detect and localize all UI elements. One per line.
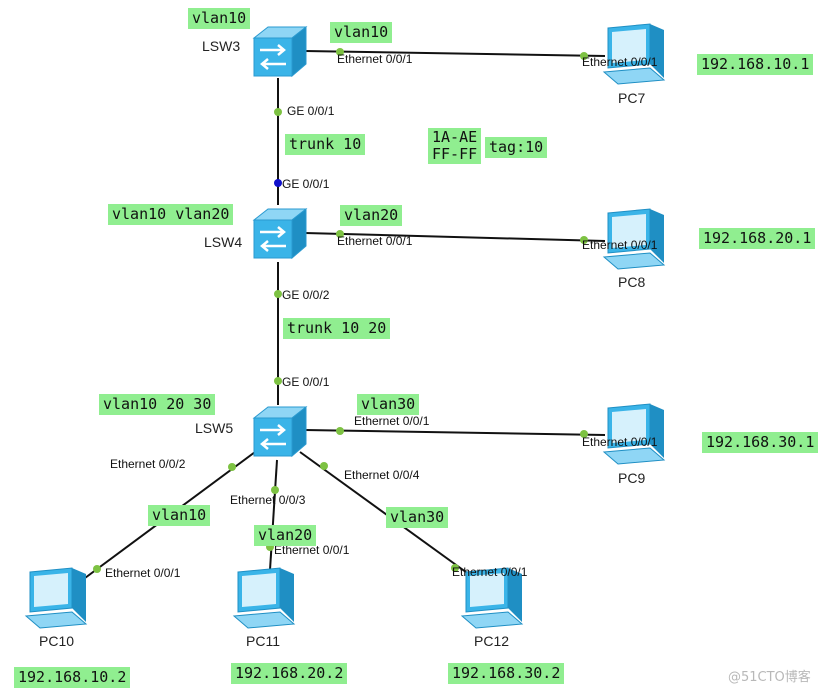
pc-icon[interactable] xyxy=(230,566,300,632)
port-dot xyxy=(336,427,344,435)
port-label: GE 0/0/1 xyxy=(287,104,335,118)
link-lsw5-pc9 xyxy=(304,429,606,436)
port-dot xyxy=(580,236,588,244)
link-lsw5-pc11 xyxy=(269,459,278,571)
port-label: Ethernet 0/0/1 xyxy=(337,234,413,248)
port-label: Ethernet 0/0/1 xyxy=(582,55,658,69)
trunk-tag-lsw4-lsw5: trunk 10 20 xyxy=(283,318,391,339)
port-dot xyxy=(336,48,344,56)
port-label: Ethernet 0/0/1 xyxy=(452,565,528,579)
vlan-tag-lsw3-pc7: vlan10 xyxy=(330,22,393,43)
switch-icon[interactable] xyxy=(250,24,308,80)
port-label: Ethernet 0/0/1 xyxy=(582,435,658,449)
port-label: Ethernet 0/0/1 xyxy=(274,543,350,557)
ip-tag-pc7: 192.168.10.1 xyxy=(697,54,814,75)
port-dot xyxy=(93,565,101,573)
vlan-tag-lsw5-pc9: vlan30 xyxy=(357,394,420,415)
vlan-tag-lsw4-pc8: vlan20 xyxy=(340,205,403,226)
ip-tag-pc10: 192.168.10.2 xyxy=(14,667,131,688)
port-label: GE 0/0/1 xyxy=(282,177,330,191)
pc-label-pc11: PC11 xyxy=(246,633,280,649)
port-label: GE 0/0/1 xyxy=(282,375,330,389)
port-dot xyxy=(271,486,279,494)
switch-icon[interactable] xyxy=(250,206,308,262)
ip-tag-pc9: 192.168.30.1 xyxy=(702,432,819,453)
switch-icon[interactable] xyxy=(250,404,308,460)
pc-icon[interactable] xyxy=(600,22,670,88)
port-dot xyxy=(320,462,328,470)
frame-mac-tag: 1A-AE FF-FF xyxy=(428,128,482,164)
port-dot-active xyxy=(274,179,282,187)
frame-vlan-tag: tag:10 xyxy=(485,137,548,158)
vlan-tag-lsw5: vlan10 20 30 xyxy=(99,394,216,415)
pc-label-pc9: PC9 xyxy=(618,470,646,486)
vlan-tag-pc10: vlan10 xyxy=(148,505,211,526)
link-lsw5-pc12 xyxy=(299,451,471,576)
link-lsw3-pc7 xyxy=(304,50,606,57)
link-lsw4-pc8 xyxy=(304,232,606,242)
pc-label-pc8: PC8 xyxy=(618,274,646,290)
pc-icon[interactable] xyxy=(600,402,670,468)
port-dot xyxy=(336,230,344,238)
pc-label-pc7: PC7 xyxy=(618,90,646,106)
vlan-tag-lsw3: vlan10 xyxy=(188,8,251,29)
vlan-tag-pc11: vlan20 xyxy=(254,525,317,546)
port-dot xyxy=(451,564,459,572)
vlan-tag-pc12: vlan30 xyxy=(386,507,449,528)
port-dot xyxy=(274,290,282,298)
switch-label-lsw3: LSW3 xyxy=(202,38,241,54)
pc-label-pc12: PC12 xyxy=(474,633,510,649)
switch-label-lsw5: LSW5 xyxy=(195,420,234,436)
port-label: Ethernet 0/0/2 xyxy=(110,457,186,471)
port-dot xyxy=(580,430,588,438)
vlan-tag-lsw4: vlan10 vlan20 xyxy=(108,204,234,225)
port-label: Ethernet 0/0/1 xyxy=(582,238,658,252)
port-dot xyxy=(228,463,236,471)
pc-icon[interactable] xyxy=(22,566,92,632)
ip-tag-pc11: 192.168.20.2 xyxy=(231,663,348,684)
ip-tag-pc12: 192.168.30.2 xyxy=(448,663,565,684)
trunk-tag-lsw3-lsw4: trunk 10 xyxy=(285,134,366,155)
port-label: Ethernet 0/0/3 xyxy=(230,493,306,507)
port-label: Ethernet 0/0/1 xyxy=(337,52,413,66)
port-dot xyxy=(580,52,588,60)
ip-tag-pc8: 192.168.20.1 xyxy=(699,228,816,249)
port-label: GE 0/0/2 xyxy=(282,288,330,302)
port-label: Ethernet 0/0/4 xyxy=(344,468,420,482)
watermark: @51CTO博客 xyxy=(728,670,811,685)
port-label: Ethernet 0/0/1 xyxy=(354,414,430,428)
port-dot xyxy=(274,108,282,116)
port-dot xyxy=(274,377,282,385)
pc-icon[interactable] xyxy=(458,566,528,632)
pc-label-pc10: PC10 xyxy=(39,633,75,649)
port-label: Ethernet 0/0/1 xyxy=(105,566,181,580)
switch-label-lsw4: LSW4 xyxy=(204,234,243,250)
pc-icon[interactable] xyxy=(600,207,670,273)
